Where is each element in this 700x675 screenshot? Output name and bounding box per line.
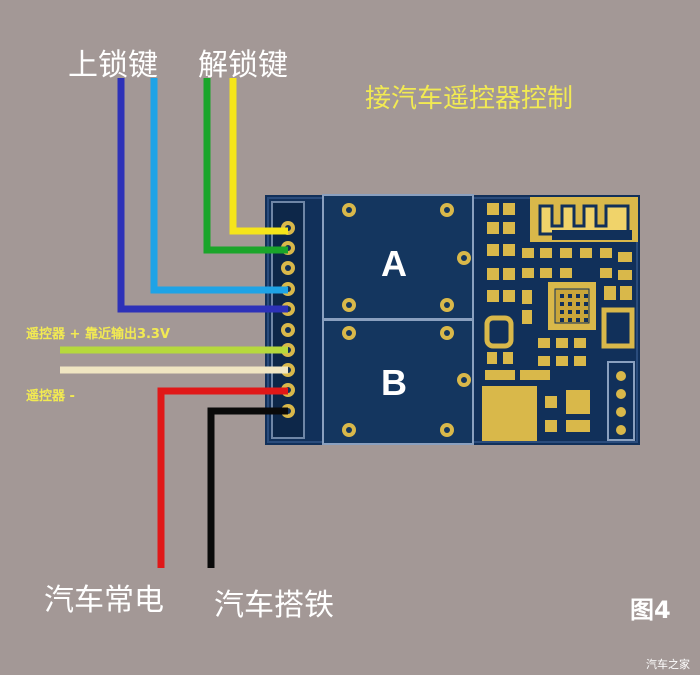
connector-strip <box>271 201 305 439</box>
wire-black <box>207 407 288 568</box>
relay-a-label: A <box>381 243 407 284</box>
unlock-key-label: 解锁键 <box>198 48 288 83</box>
wire-light-blue <box>150 78 288 294</box>
wire-dark-blue <box>117 78 288 313</box>
wire-yellow <box>229 78 288 235</box>
wire-green <box>203 78 288 254</box>
car-ground-label: 汽车搭铁 <box>214 588 334 623</box>
remote-minus-label: 遥控器 - <box>26 389 75 404</box>
watermark: 汽车之家 <box>646 658 690 671</box>
lock-key-label: 上锁键 <box>68 48 158 83</box>
figure-label: 图4 <box>630 596 671 624</box>
relay-b-pads <box>342 326 471 437</box>
wire-red <box>157 387 288 568</box>
car-power-label: 汽车常电 <box>44 583 164 618</box>
relay-a-pads <box>342 203 471 312</box>
remote-control-title: 接汽车遥控器控制 <box>365 84 574 114</box>
relay-b-label: B <box>381 362 407 403</box>
remote-plus-label: 遥控器 + 靠近输出3.3V <box>26 327 171 342</box>
rf-module-circuitry <box>482 197 638 441</box>
